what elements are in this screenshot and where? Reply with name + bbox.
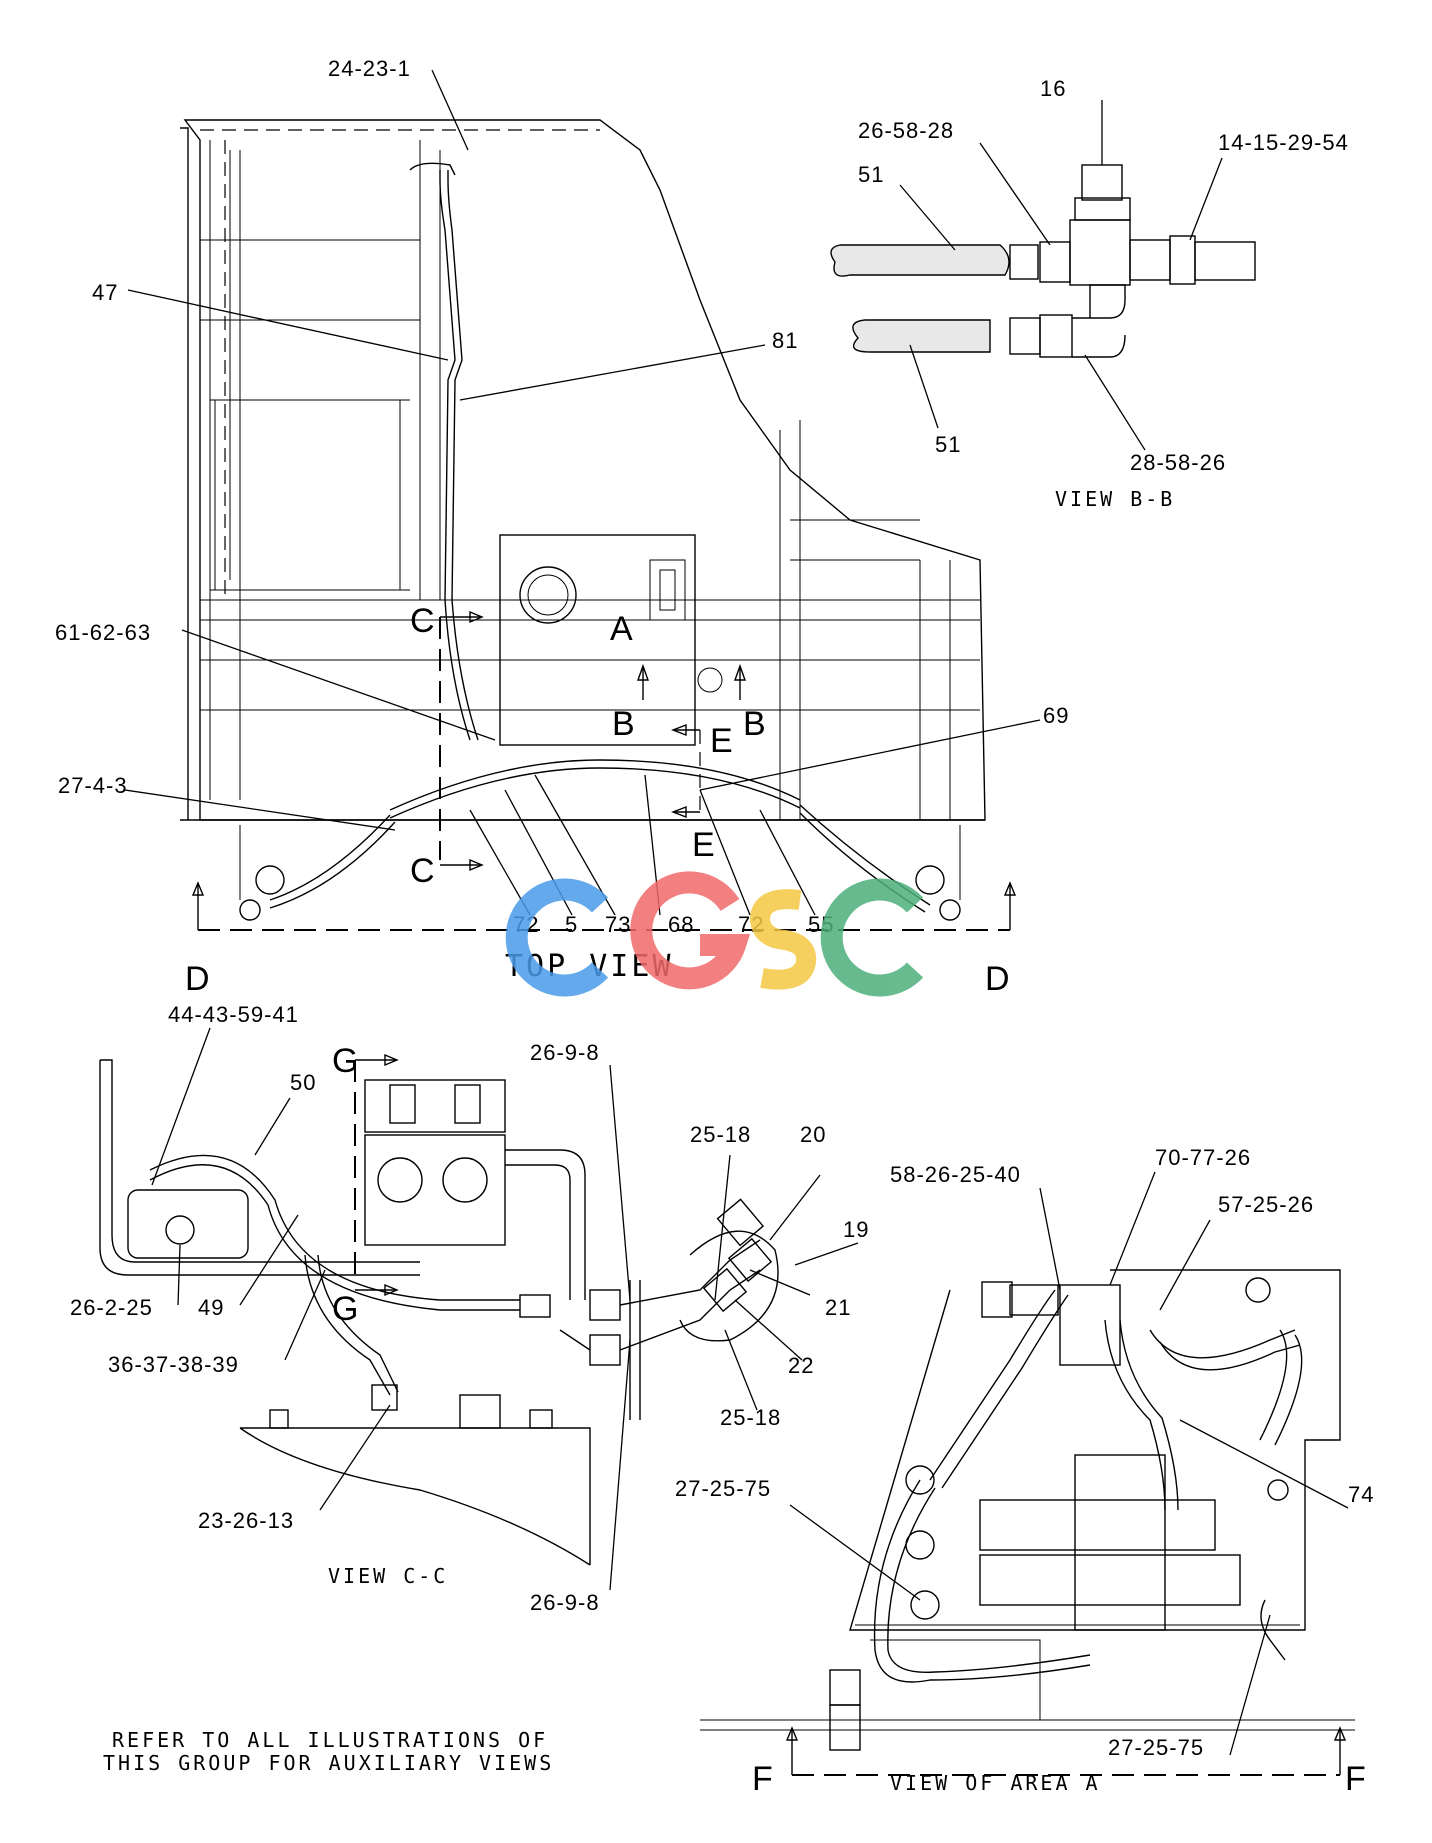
section-letter-b-left: B: [612, 705, 635, 743]
callout-68: 68: [668, 912, 694, 937]
callout-50: 50: [290, 1070, 316, 1095]
callout-81: 81: [772, 328, 798, 353]
callout-51-lower: 51: [935, 432, 961, 457]
section-letter-c-bottom: C: [410, 852, 435, 890]
callout-27-25-75-lower: 27-25-75: [1108, 1735, 1204, 1760]
caption-view-area-a: VIEW OF AREA A: [890, 1771, 1101, 1795]
section-letter-d-left: D: [185, 960, 210, 998]
watermark-letter-c1: [505, 878, 609, 997]
callout-28-58-26: 28-58-26: [1130, 450, 1226, 475]
section-letter-f-left: F: [752, 1760, 773, 1798]
section-letter-b-right: B: [743, 705, 766, 743]
watermark-letter-c2: [820, 878, 924, 997]
note-block: REFER TO ALL ILLUSTRATIONS OF THIS GROUP…: [103, 1728, 554, 1775]
callout-20: 20: [800, 1122, 826, 1147]
callout-26-9-8-upper: 26-9-8: [530, 1040, 600, 1065]
callout-51-upper: 51: [858, 162, 884, 187]
callout-5: 5: [565, 912, 578, 937]
callout-57-25-26: 57-25-26: [1218, 1192, 1314, 1217]
callout-70-77-26: 70-77-26: [1155, 1145, 1251, 1170]
callout-47: 47: [92, 280, 118, 305]
view-bb-leaders: [899, 100, 1223, 451]
callout-14-15-29-54: 14-15-29-54: [1218, 130, 1349, 155]
callout-24-23-1: 24-23-1: [328, 56, 411, 81]
callout-36-37-38-39: 36-37-38-39: [108, 1352, 239, 1377]
note-line-1: REFER TO ALL ILLUSTRATIONS OF: [112, 1728, 548, 1752]
callout-73: 73: [605, 912, 631, 937]
callout-61-62-63: 61-62-63: [55, 620, 151, 645]
cgsc-watermark-logo: [505, 871, 924, 997]
callout-26-58-28: 26-58-28: [858, 118, 954, 143]
top-view-labels: 24-23-1 47 81 61-62-63 69 27-4-3 72 5 73…: [55, 56, 1069, 998]
watermark-letter-g: [630, 871, 751, 990]
section-letter-a: A: [610, 610, 633, 648]
note-line-2: THIS GROUP FOR AUXILIARY VIEWS: [103, 1751, 554, 1775]
callout-26-9-8-lower: 26-9-8: [530, 1590, 600, 1615]
section-letter-e-bottom: E: [692, 826, 715, 864]
section-letter-c-top: C: [410, 602, 435, 640]
view-cc-labels: 44-43-59-41 50 26-9-8 25-18 20 19 21 22 …: [70, 1002, 869, 1615]
section-letter-e-top: E: [710, 722, 733, 760]
view-bb-labels: 16 26-58-28 14-15-29-54 51 51 28-58-26 V…: [858, 76, 1349, 511]
callout-44-43-59-41: 44-43-59-41: [168, 1002, 299, 1027]
view-area-a-leaders: [789, 1171, 1349, 1756]
section-letter-g-bottom: G: [332, 1290, 358, 1328]
view-area-a-labels: 58-26-25-40 70-77-26 57-25-26 74 27-25-7…: [675, 1145, 1374, 1798]
callout-21: 21: [825, 1295, 851, 1320]
callout-27-25-75-upper: 27-25-75: [675, 1476, 771, 1501]
view-cc-drawing: [99, 1053, 779, 1566]
callout-19: 19: [843, 1217, 869, 1242]
callout-27-4-3: 27-4-3: [58, 773, 128, 798]
section-letter-f-right: F: [1345, 1760, 1366, 1798]
callout-22: 22: [788, 1353, 814, 1378]
section-letter-d-right: D: [985, 960, 1010, 998]
callout-23-26-13: 23-26-13: [198, 1508, 294, 1533]
top-view-drawing: [180, 119, 1017, 931]
callout-25-18-upper: 25-18: [690, 1122, 751, 1147]
watermark-letter-s: [749, 889, 817, 990]
caption-view-cc: VIEW C-C: [328, 1564, 448, 1588]
section-letter-g-top: G: [332, 1042, 358, 1080]
callout-69: 69: [1043, 703, 1069, 728]
view-area-a-drawing: [700, 1269, 1355, 1776]
callout-26-2-25: 26-2-25: [70, 1295, 153, 1320]
callout-25-18-lower: 25-18: [720, 1405, 781, 1430]
callout-58-26-25-40: 58-26-25-40: [890, 1162, 1021, 1187]
callout-74: 74: [1348, 1482, 1374, 1507]
view-bb-drawing: [830, 164, 1256, 358]
callout-16: 16: [1040, 76, 1066, 101]
view-cc-leaders: [151, 1027, 859, 1591]
top-view-leaders: [124, 69, 1041, 916]
callout-49: 49: [198, 1295, 224, 1320]
caption-view-bb: VIEW B-B: [1055, 487, 1175, 511]
